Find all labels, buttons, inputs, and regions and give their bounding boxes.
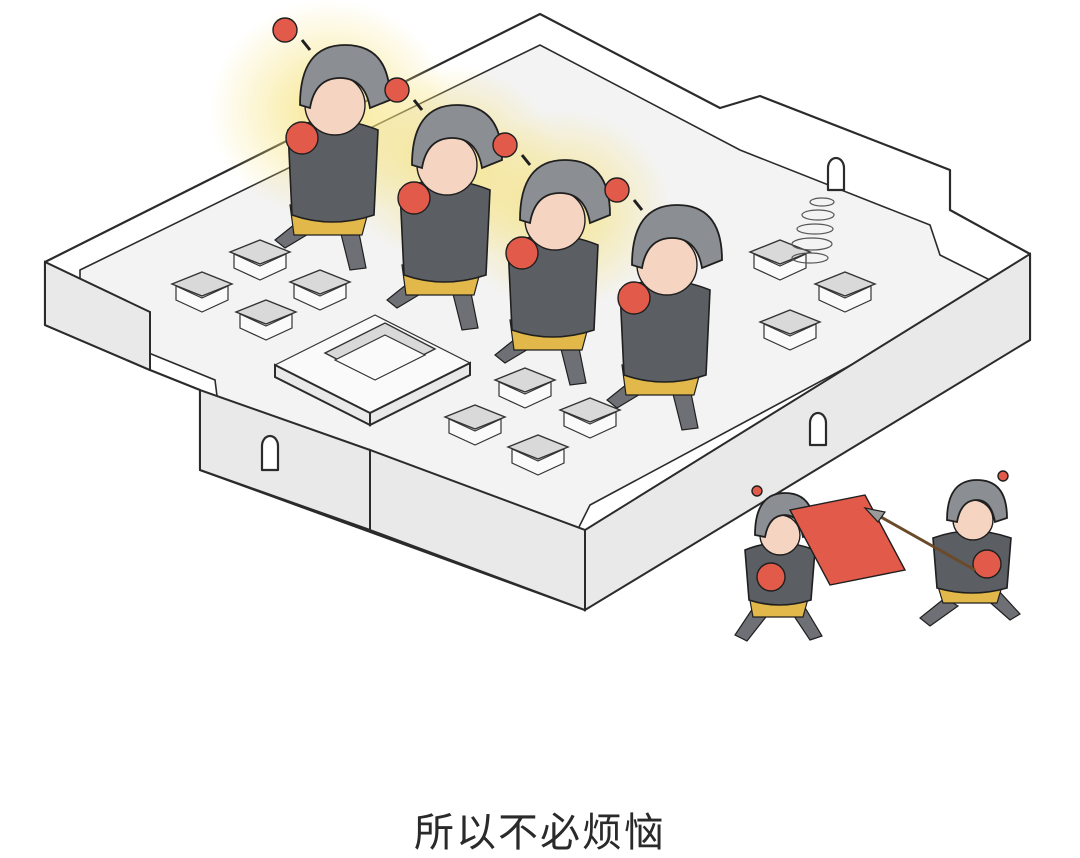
gate-left-icon <box>260 434 280 472</box>
house <box>170 271 234 313</box>
soldier <box>384 77 503 331</box>
house <box>813 271 877 313</box>
main-hall <box>273 314 472 427</box>
house <box>758 309 822 351</box>
house <box>506 434 570 476</box>
caption-text: 所以不必烦恼 <box>414 810 666 856</box>
soldier <box>272 17 391 271</box>
courtyard-houses <box>170 197 877 476</box>
spear-soldier <box>919 470 1021 627</box>
house <box>288 269 352 311</box>
marching-soldiers <box>210 0 723 431</box>
soldier <box>492 132 611 386</box>
gate-right-icon <box>808 411 828 447</box>
house <box>443 404 507 446</box>
smoke <box>791 197 835 264</box>
gate-back-icon <box>826 156 846 192</box>
house <box>493 367 557 409</box>
spear-icon <box>871 510 976 572</box>
fighting-soldiers <box>734 470 1021 642</box>
house <box>558 397 622 439</box>
house <box>234 299 298 341</box>
house <box>228 239 292 281</box>
soldier <box>604 177 723 431</box>
house <box>748 239 812 281</box>
